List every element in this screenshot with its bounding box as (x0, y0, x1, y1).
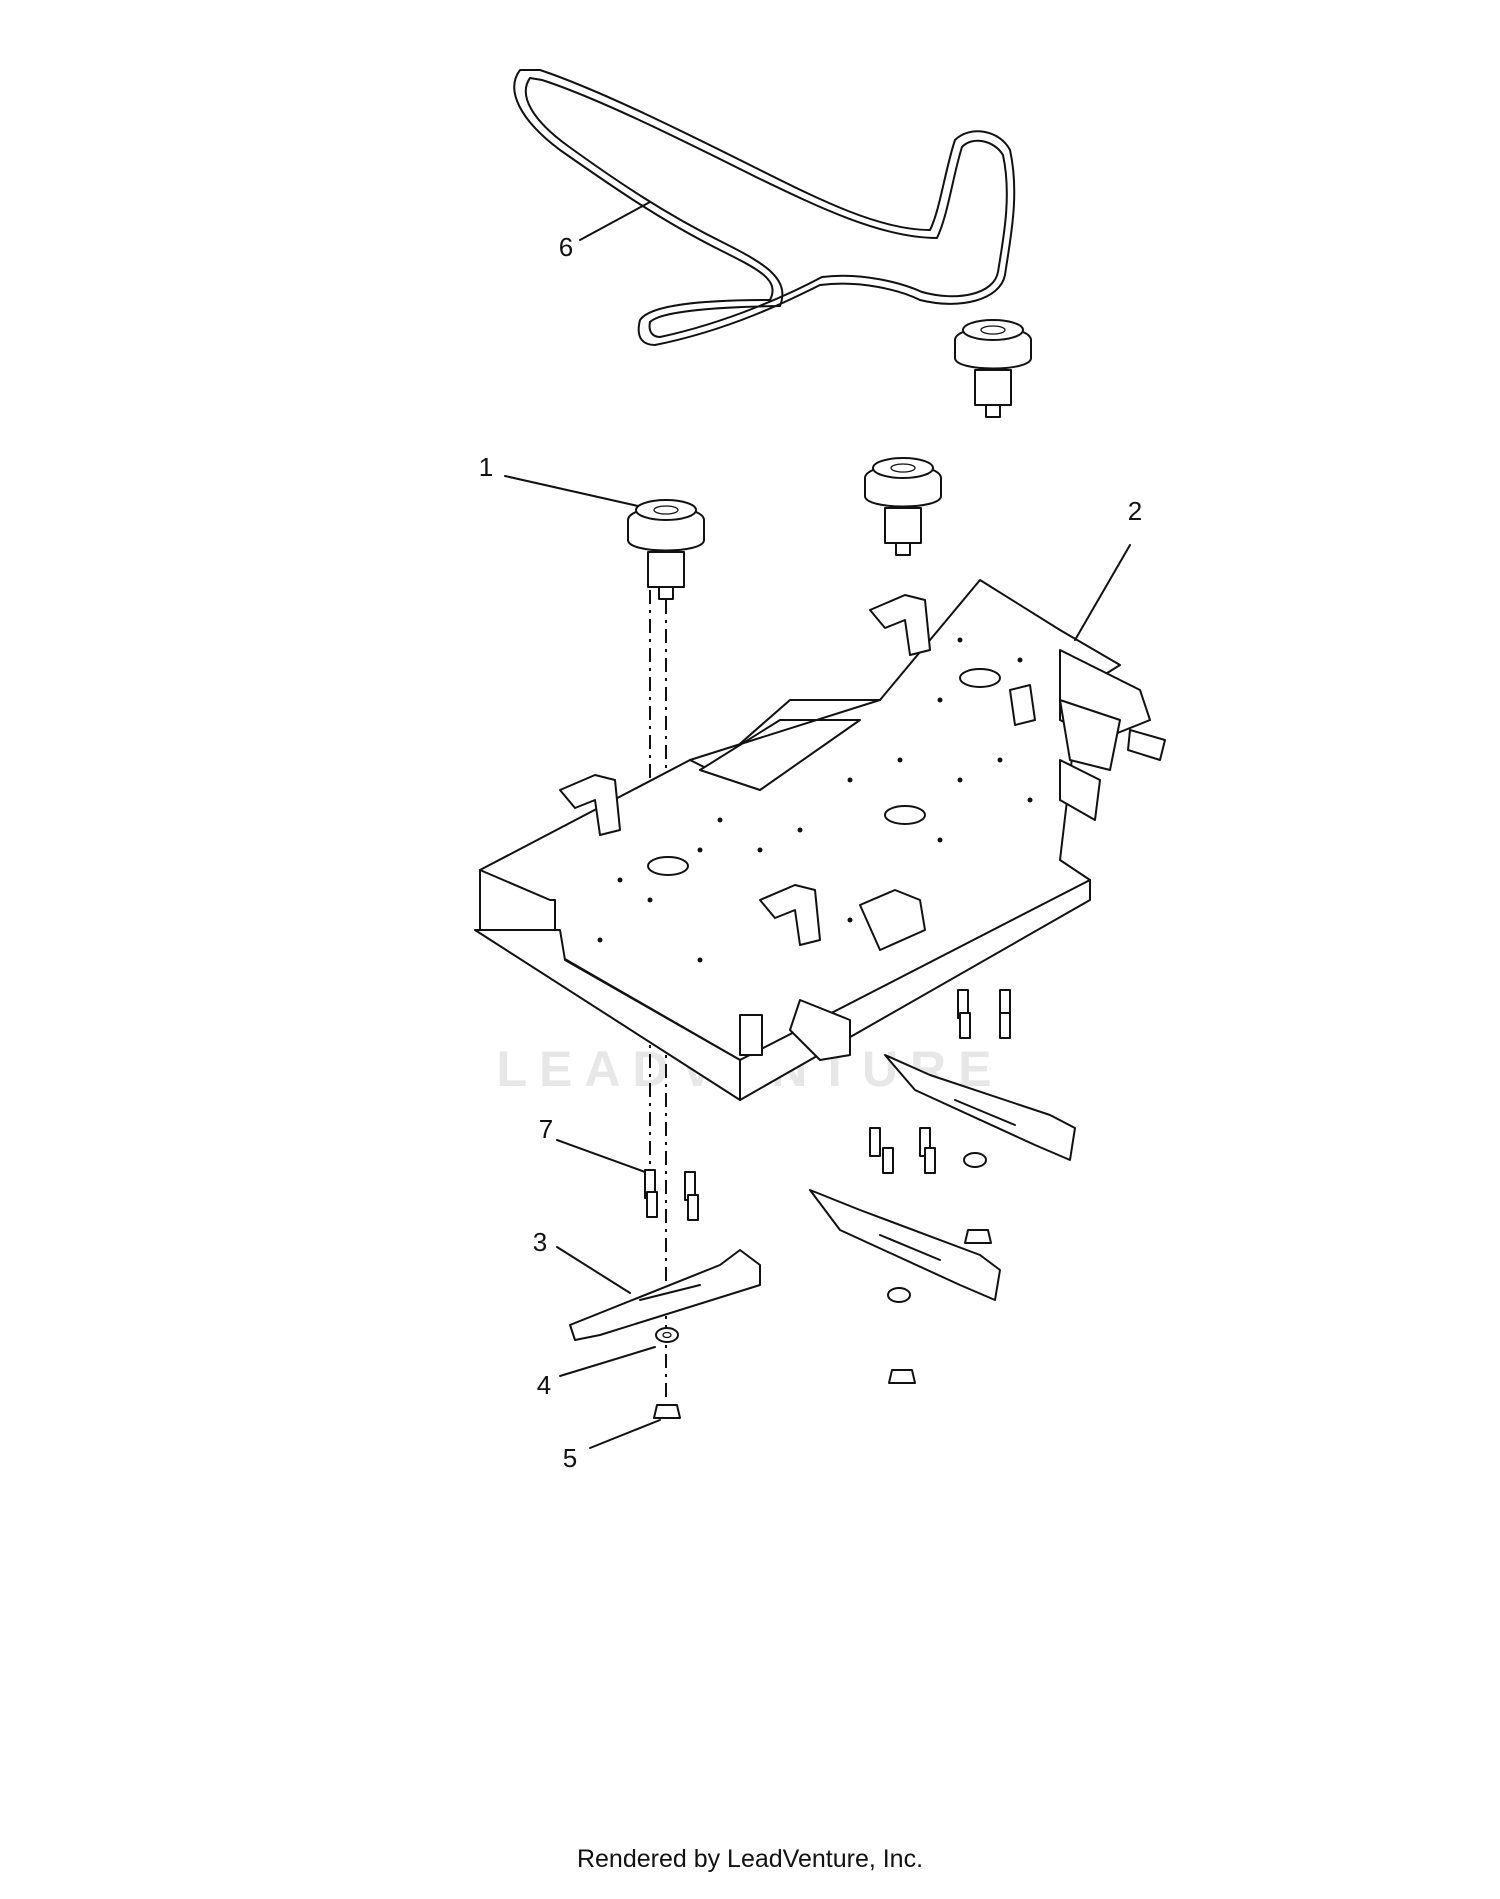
callout-7: 7 (539, 1114, 553, 1144)
spindle-pulley-left (627, 499, 705, 600)
footer-credit: Rendered by LeadVenture, Inc. (576, 1845, 924, 1873)
spindle-pulley-right (954, 319, 1032, 418)
callout-1: 1 (479, 452, 493, 482)
callout-3: 3 (533, 1227, 547, 1257)
spindle-pulley-center (864, 457, 942, 556)
mower-deck (474, 579, 1166, 1101)
callout-4: 4 (537, 1370, 551, 1400)
brackets (559, 594, 1036, 951)
hardware (644, 989, 1011, 1419)
blade-right (884, 1054, 1076, 1161)
leader-lines (504, 201, 1131, 1449)
deck-holes (597, 637, 1033, 963)
callout-2: 2 (1128, 496, 1142, 526)
blade-center (809, 1189, 1001, 1301)
belt (513, 69, 1016, 346)
blade-left (569, 1249, 761, 1341)
callout-5: 5 (563, 1443, 577, 1473)
callout-6: 6 (559, 232, 573, 262)
